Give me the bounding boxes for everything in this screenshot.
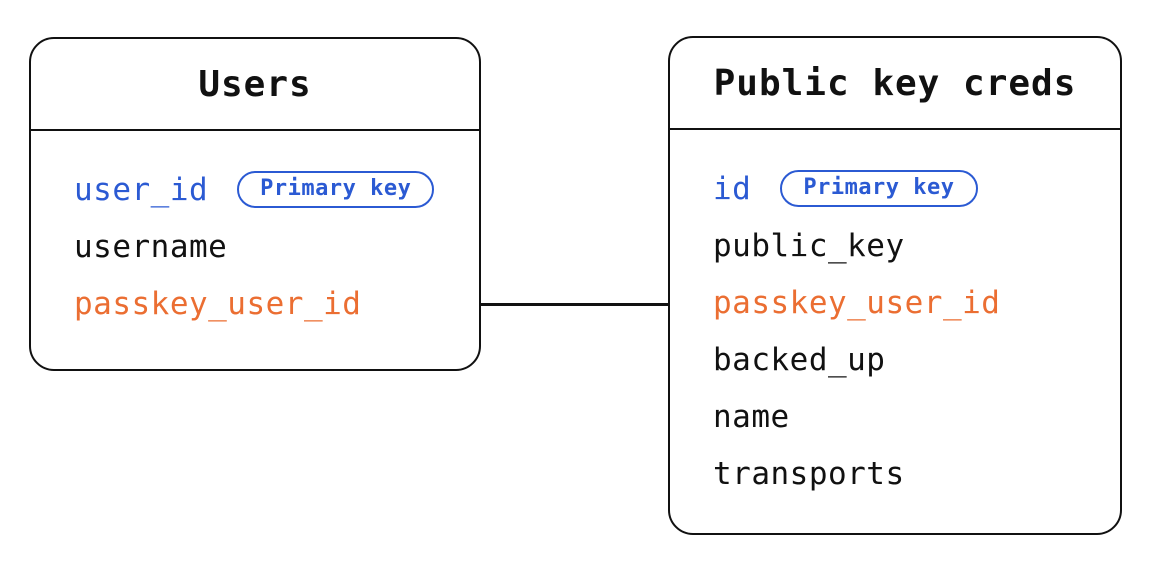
table-title: Users [198,63,312,105]
field-row: backed_up [713,331,1120,388]
field-name: id [713,170,752,207]
field-name: passkey_user_id [74,285,362,322]
field-row: passkey_user_id [713,274,1120,331]
field-row: transports [713,445,1120,502]
field-name: passkey_user_id [713,284,1001,321]
field-row: public_key [713,217,1120,274]
field-name: backed_up [713,341,886,378]
field-row: passkey_user_id [74,275,479,332]
field-name: transports [713,455,905,492]
field-row: user_id Primary key [74,161,479,218]
field-name: public_key [713,227,905,264]
field-name: name [713,398,790,435]
primary-key-badge: Primary key [780,169,978,208]
table-header: Public key creds [670,38,1120,130]
table-title: Public key creds [713,62,1077,104]
field-name: username [74,228,228,265]
relationship-connector-line [480,303,670,306]
primary-key-badge: Primary key [237,170,435,209]
field-row: username [74,218,479,275]
field-name: user_id [74,171,209,208]
table-header: Users [31,39,479,131]
field-row: name [713,388,1120,445]
field-row: id Primary key [713,160,1120,217]
